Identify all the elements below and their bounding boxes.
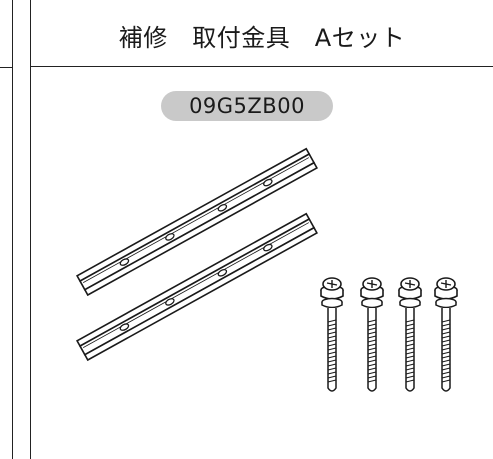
part-number-badge: 09G5ZB00 xyxy=(161,91,333,121)
panel-title: 補修 取付金具 Aセット xyxy=(118,23,406,52)
adjacent-panel-header-line xyxy=(0,67,12,68)
adjacent-panel-edge xyxy=(0,0,13,459)
parts-panel: 補修 取付金具 Aセット xyxy=(30,0,493,459)
panel-header: 補修 取付金具 Aセット xyxy=(31,0,493,67)
